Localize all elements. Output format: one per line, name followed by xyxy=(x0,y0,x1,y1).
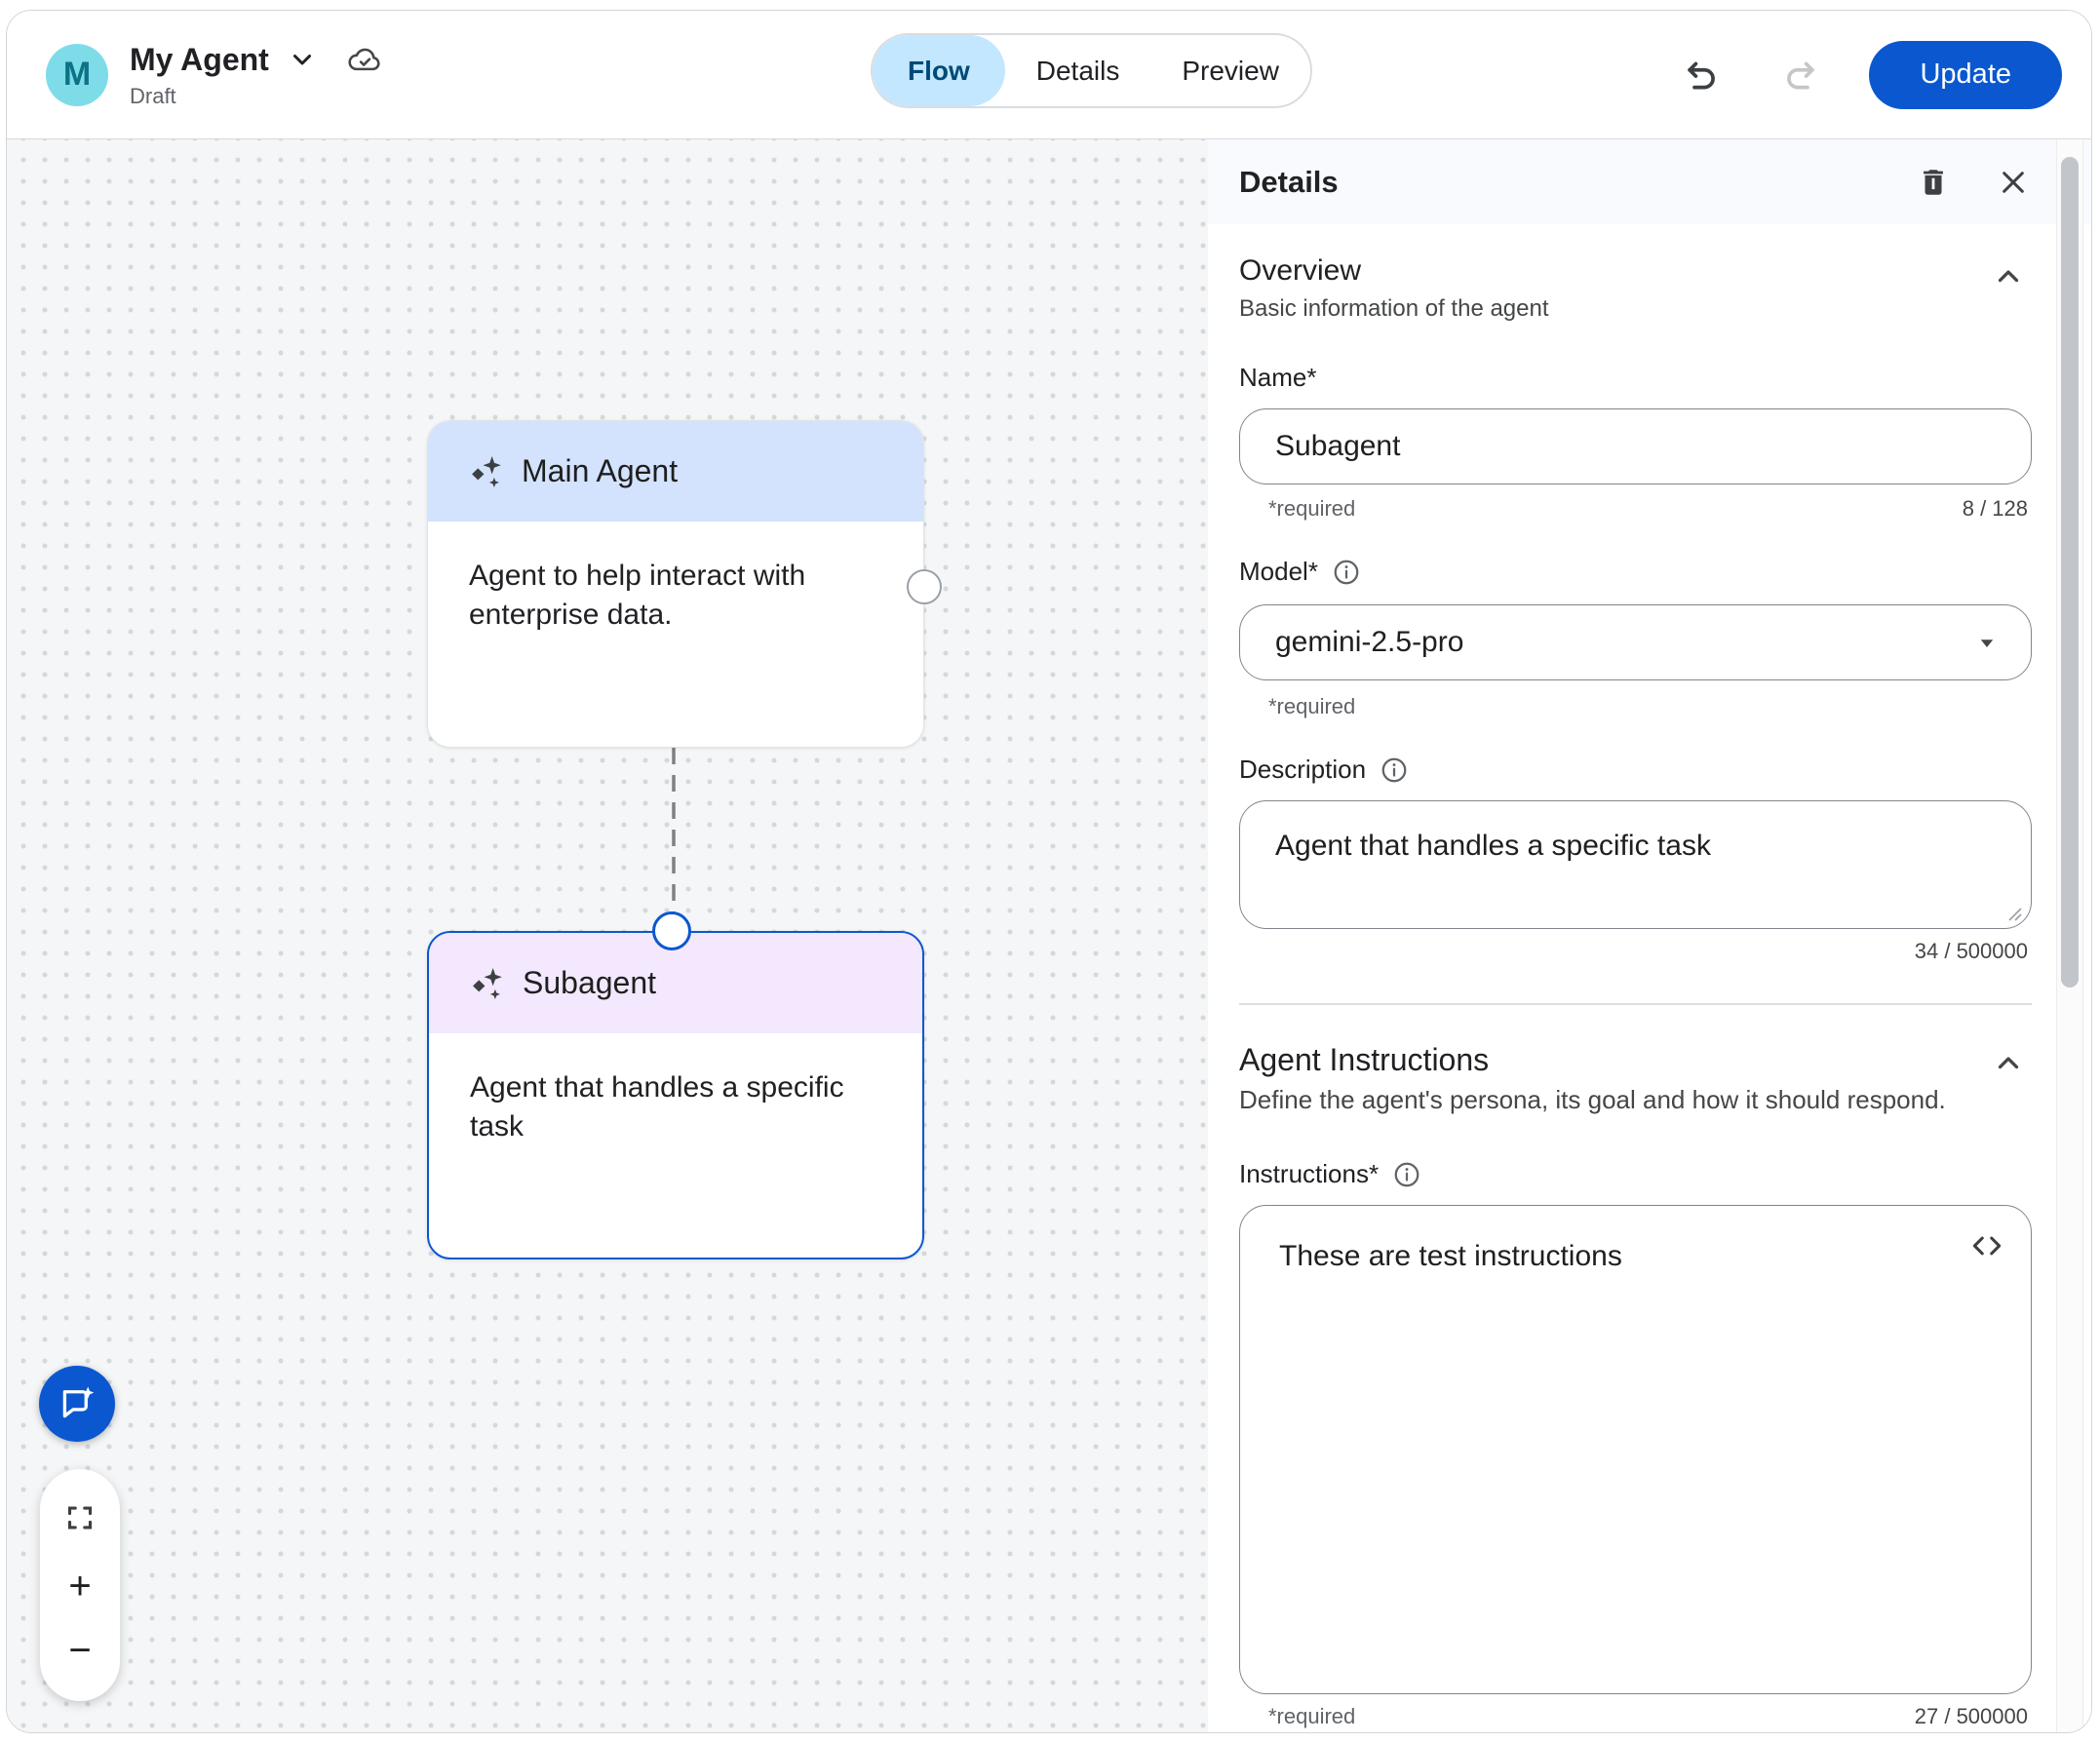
cloud-saved-icon xyxy=(345,40,384,79)
instructions-value: These are test instructions xyxy=(1279,1240,1622,1272)
flow-canvas[interactable]: Main Agent Agent to help interact with e… xyxy=(7,139,1208,1732)
info-icon[interactable] xyxy=(1380,755,1409,785)
agent-title: My Agent xyxy=(130,41,269,77)
collapse-overview-icon[interactable] xyxy=(1985,253,2032,300)
redo-button[interactable] xyxy=(1777,52,1824,98)
tab-flow[interactable]: Flow xyxy=(873,35,1005,106)
instructions-required-hint: *required xyxy=(1268,1704,1356,1728)
scrollbar-thumb[interactable] xyxy=(2061,157,2079,988)
tab-preview[interactable]: Preview xyxy=(1182,55,1279,86)
instructions-label: Instructions* xyxy=(1239,1159,2032,1189)
name-counter: 8 / 128 xyxy=(1962,496,2028,521)
node-title: Main Agent xyxy=(522,453,679,488)
undo-button[interactable] xyxy=(1678,52,1725,98)
view-switcher: Flow Details Preview xyxy=(871,33,1312,108)
name-required-hint: *required xyxy=(1268,496,1356,521)
collapse-instructions-icon[interactable] xyxy=(1985,1040,2032,1087)
name-label: Name* xyxy=(1239,363,1317,392)
panel-title: Details xyxy=(1239,164,1339,199)
node-description: Agent to help interact with enterprise d… xyxy=(469,560,806,631)
fit-screen-button[interactable] xyxy=(57,1494,103,1541)
node-description: Agent that handles a specific task xyxy=(470,1071,844,1143)
top-bar: M My Agent Draft Flow Details Preview xyxy=(7,11,2091,138)
panel-scrollbar xyxy=(2056,139,2083,1732)
canvas-zoom-controls: + − xyxy=(40,1469,120,1701)
model-select[interactable]: gemini-2.5-pro xyxy=(1239,604,2032,680)
node-subagent[interactable]: Subagent Agent that handles a specific t… xyxy=(427,931,924,1259)
resize-handle-icon[interactable] xyxy=(2005,905,2023,922)
sparkle-icon xyxy=(468,965,505,1002)
description-counter: 34 / 500000 xyxy=(1914,939,2028,963)
zoom-out-button[interactable]: − xyxy=(68,1629,92,1672)
avatar: M xyxy=(46,43,108,106)
node-title: Subagent xyxy=(523,965,657,1000)
section-divider xyxy=(1239,1003,2032,1005)
comment-sparkle-icon xyxy=(57,1383,97,1424)
instructions-counter: 27 / 500000 xyxy=(1914,1704,2028,1728)
code-view-icon[interactable] xyxy=(1968,1227,2005,1264)
zoom-in-button[interactable]: + xyxy=(68,1565,92,1607)
info-icon[interactable] xyxy=(1332,558,1361,587)
tab-details[interactable]: Details xyxy=(1035,55,1120,86)
close-panel-icon[interactable] xyxy=(1990,159,2037,206)
name-input[interactable]: Subagent xyxy=(1239,408,2032,484)
topbar-actions: Update xyxy=(1678,11,2062,138)
comment-fab[interactable] xyxy=(39,1366,115,1442)
overview-subheading: Basic information of the agent xyxy=(1239,295,1549,322)
agent-identity: M My Agent Draft xyxy=(46,11,384,138)
dropdown-caret-icon xyxy=(1972,628,2002,657)
details-panel: Details Overview Basic information of th… xyxy=(1208,139,2091,1732)
edge-main-to-subagent xyxy=(672,748,676,915)
description-label: Description xyxy=(1239,755,2032,785)
instructions-textarea[interactable]: These are test instructions xyxy=(1239,1205,2032,1694)
update-button[interactable]: Update xyxy=(1869,40,2062,109)
agent-instructions-heading: Agent Instructions xyxy=(1239,1042,1490,1077)
chevron-down-icon[interactable] xyxy=(285,42,320,77)
description-value: Agent that handles a specific task xyxy=(1275,830,1711,862)
overview-heading: Overview xyxy=(1239,254,1362,287)
draft-status: Draft xyxy=(130,84,176,108)
model-required-hint: *required xyxy=(1268,694,1356,718)
model-value: gemini-2.5-pro xyxy=(1275,626,1464,658)
node-main-agent[interactable]: Main Agent Agent to help interact with e… xyxy=(427,420,924,748)
sparkle-icon xyxy=(467,453,504,490)
panel-header: Details xyxy=(1208,139,2091,224)
description-textarea[interactable]: Agent that handles a specific task xyxy=(1239,800,2032,929)
info-icon[interactable] xyxy=(1392,1160,1421,1189)
model-label: Model* xyxy=(1239,557,2032,587)
input-port-subagent[interactable] xyxy=(652,911,691,950)
output-port-main-agent[interactable] xyxy=(907,569,942,604)
app-window: M My Agent Draft Flow Details Preview xyxy=(6,10,2092,1733)
name-value: Subagent xyxy=(1275,430,1401,462)
agent-instructions-subheading: Define the agent's persona, its goal and… xyxy=(1239,1085,1946,1114)
delete-node-button[interactable] xyxy=(1910,159,1957,206)
